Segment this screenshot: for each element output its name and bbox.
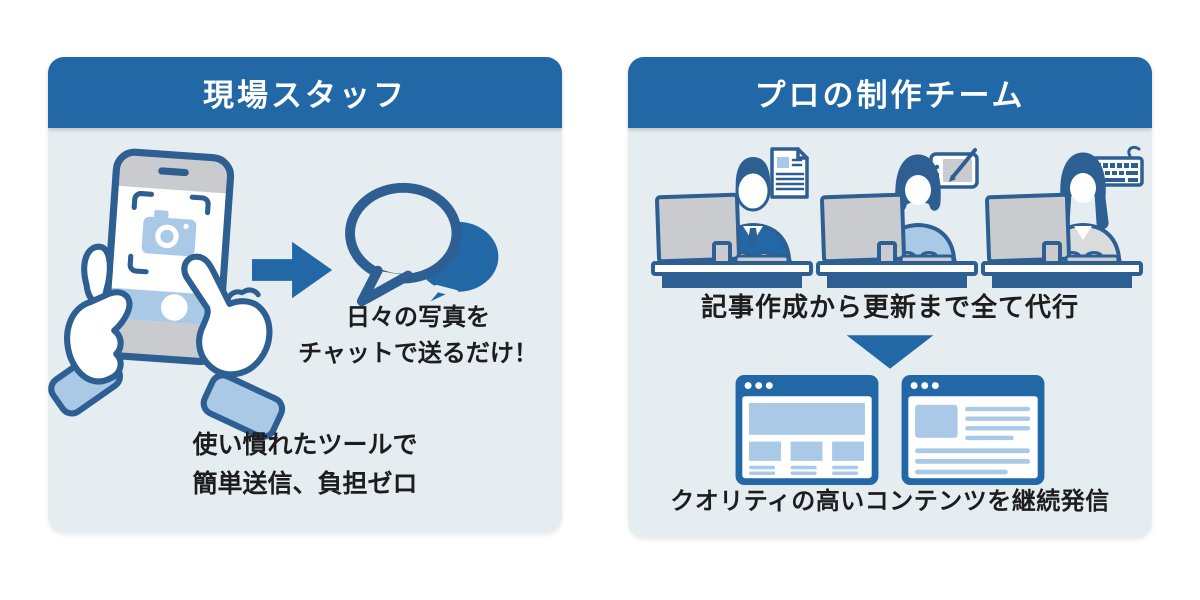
pro-team-panel: プロの制作チーム (628, 57, 1152, 538)
right-caption: 記事作成から更新まで全て代行 (700, 292, 1079, 322)
left-footer: 使い慣れたツールで 簡単送信、負担ゼロ (48, 426, 562, 504)
field-staff-header: 現場スタッフ (48, 57, 562, 128)
website-article-icon (901, 374, 1045, 486)
website-grid-icon (735, 374, 879, 486)
left-caption-line2: チャットで送るだけ！ (298, 340, 538, 367)
chat-bubbles-icon (345, 182, 506, 315)
operator-at-desk-icon (981, 145, 1144, 288)
pen-tablet-icon (929, 148, 979, 189)
field-staff-panel: 現場スタッフ (48, 57, 562, 533)
right-footer: クオリティの高いコンテンツを継続発信 (670, 488, 1110, 515)
field-staff-title: 現場スタッフ (203, 78, 407, 113)
left-caption-line1: 日々の写真を (346, 304, 490, 331)
browsers-row (628, 374, 1152, 486)
designer-at-desk-icon (816, 148, 979, 288)
pro-team-body: 記事作成から更新まで全て代行 (628, 128, 1152, 538)
field-staff-body: 日々の写真を チャットで送るだけ！ 使い慣れたツールで 簡単送信、負担ゼロ (48, 128, 562, 533)
pro-team-title: プロの制作チーム (754, 78, 1026, 113)
pro-team-header: プロの制作チーム (628, 57, 1152, 128)
smartphone-camera-icon (48, 148, 286, 440)
left-footer-line2: 簡単送信、負担ゼロ (192, 469, 418, 498)
arrow-right-icon (252, 241, 333, 299)
arrow-down-icon (846, 335, 934, 369)
left-caption: 日々の写真を チャットで送るだけ！ (278, 300, 558, 372)
writer-at-desk-icon (651, 147, 813, 288)
document-icon (770, 147, 809, 199)
workers-row (638, 145, 1144, 288)
left-footer-line1: 使い慣れたツールで (192, 431, 418, 459)
